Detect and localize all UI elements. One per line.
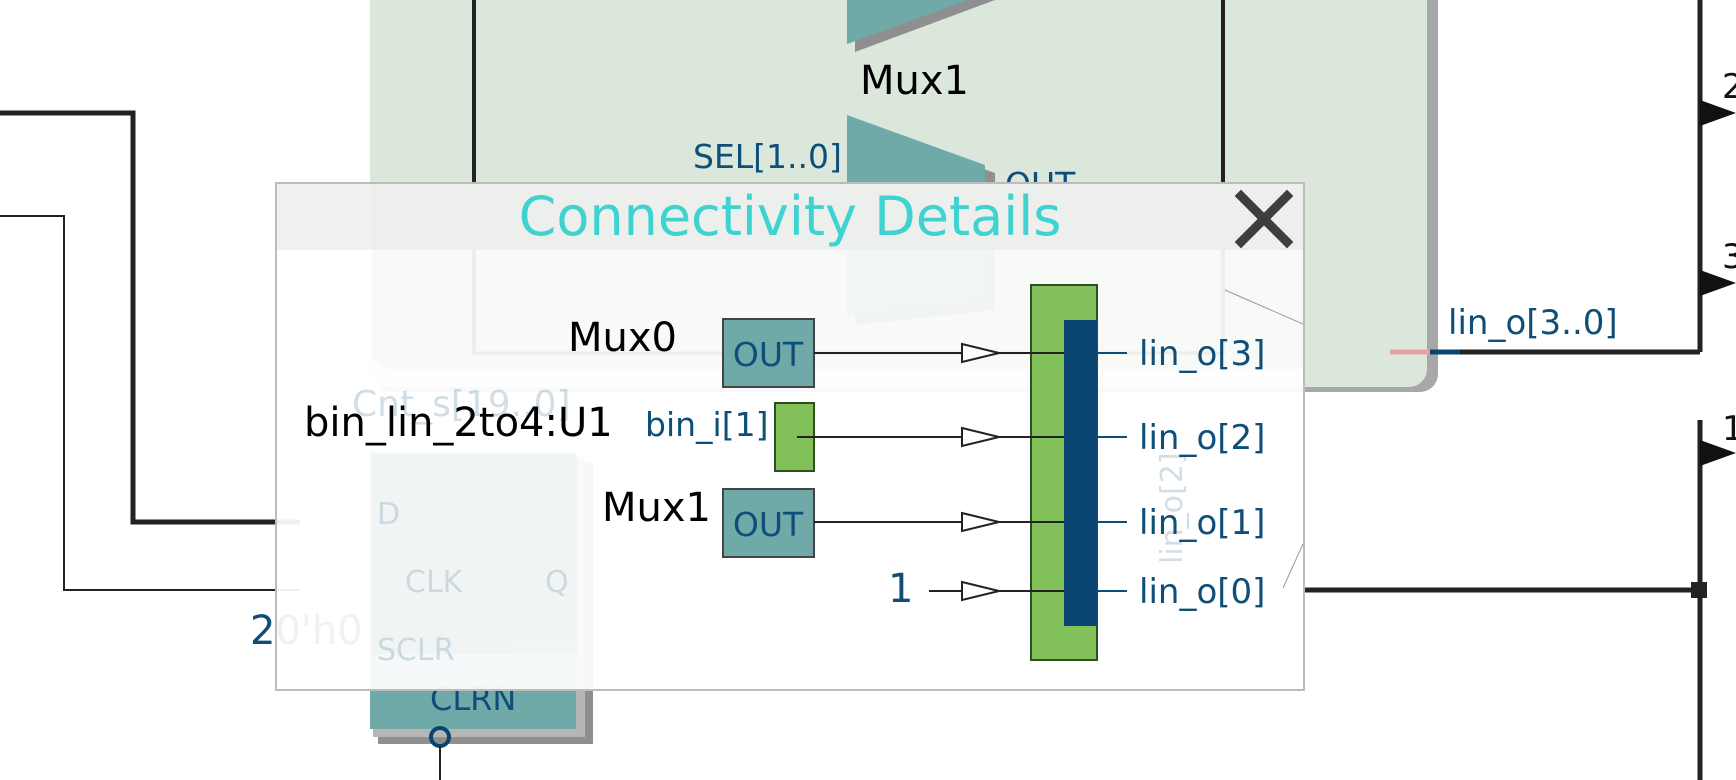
svg-text:D: D [377,497,400,532]
row0-target: lin_o[3] [1139,334,1265,374]
row0-arrow [961,342,1000,364]
right-arrow-2 [1700,100,1736,126]
row1-port-label: bin_i[1] [645,405,768,444]
mux1-sel-label: SEL[1..0] [693,137,842,176]
row2-source: Mux1 [602,485,711,531]
row0-port-label: OUT [733,335,804,374]
close-icon [1234,189,1294,249]
right-arrow-1 [1700,440,1736,466]
row2-arrow [961,511,1000,533]
svg-text:SCLR: SCLR [377,633,455,668]
callout-line-bottom [1282,543,1303,589]
svg-text:lin_o[2]: lin_o[2] [1155,452,1190,564]
popup-title: Connectivity Details [277,186,1303,248]
mux0-shape[interactable] [847,0,990,44]
wire-a [0,110,300,525]
right-arrow-3 [1700,270,1736,296]
right-edge-label-3: 3 [1722,237,1736,277]
svg-text:Cnt_s[19..0]: Cnt_s[19..0] [352,384,571,425]
svg-text:Q: Q [545,565,569,600]
row2-target: lin_o[1] [1139,503,1265,543]
row3-constant: 1 [888,566,913,612]
connectivity-details-popup[interactable]: Connectivity Details Cnt_s[19..0] D CLK … [275,182,1305,691]
row3-arrow [961,580,1000,602]
bus-bar-inner [1064,320,1097,626]
right-edge-label-2: 2 [1722,67,1736,107]
row3-target: lin_o[0] [1139,572,1265,612]
row0-port-box[interactable] [722,318,815,388]
row2-port-box[interactable] [722,488,815,558]
lin-bus-label: lin_o[3..0] [1448,303,1618,343]
right-edge-label-1: 1 [1722,409,1736,449]
popup-header[interactable] [277,184,1303,250]
connectivity-diagram: Cnt_s[19..0] D CLK Q SCLR lin_o[2] Mux0 … [304,184,1303,668]
svg-text:CLK: CLK [405,565,464,600]
wire-b [0,215,300,591]
hierarchy-label: bin_lin_2to4:U1 [304,400,613,446]
row0-source: Mux0 [568,315,677,361]
callout-line-top [1224,289,1303,325]
lin0-junction [1691,582,1707,598]
row1-target: lin_o[2] [1139,418,1265,458]
mux1-label: Mux1 [860,58,969,104]
row1-arrow [961,426,1000,448]
row2-port-label: OUT [733,505,804,544]
close-button[interactable] [1233,188,1295,250]
